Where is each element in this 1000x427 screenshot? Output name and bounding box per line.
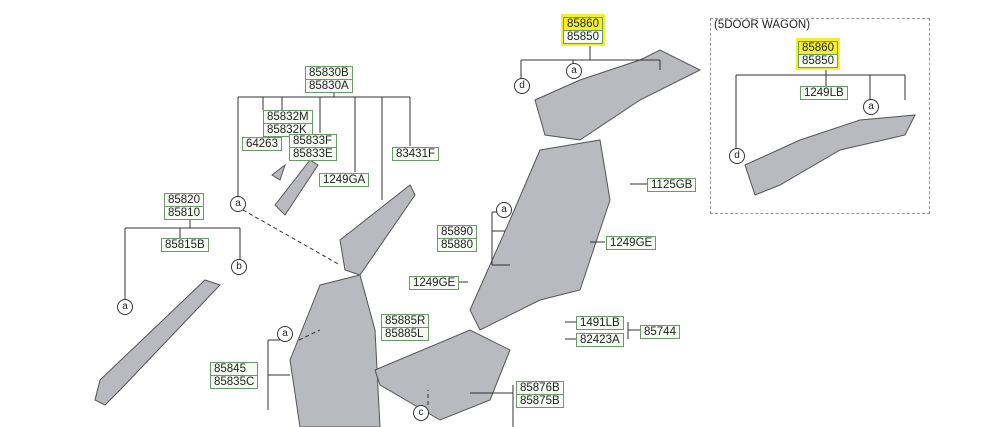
part-number: 1125GB bbox=[647, 178, 697, 192]
part-number: 85885L bbox=[381, 327, 430, 341]
handle-trim bbox=[274, 159, 319, 216]
center-pillar-upper bbox=[339, 184, 416, 276]
callout-a: a bbox=[277, 326, 293, 342]
part-number: 85810 bbox=[164, 206, 204, 220]
part-number: 1249LB bbox=[800, 86, 848, 100]
callout-a: a bbox=[117, 299, 133, 315]
part-number: 64263 bbox=[242, 137, 282, 151]
part-number: 1249GE bbox=[409, 276, 460, 290]
wagon-inset-box bbox=[710, 18, 930, 214]
part-number: 85833E bbox=[289, 147, 337, 161]
part-label-1125gb[interactable]: 1125GB bbox=[647, 178, 697, 192]
wagon-trim bbox=[744, 114, 916, 196]
callout-d: d bbox=[514, 78, 530, 94]
a-pillar-trim bbox=[94, 279, 221, 406]
callout-d: d bbox=[729, 148, 745, 164]
part-label-85744[interactable]: 85744 bbox=[640, 325, 680, 339]
part-number: 82423A bbox=[576, 333, 624, 347]
part-number: 85890 bbox=[437, 225, 477, 239]
part-label-1249ge-left[interactable]: 1249GE bbox=[409, 276, 460, 290]
part-number: 85845 bbox=[210, 362, 259, 376]
part-label-83431f[interactable]: 83431F bbox=[392, 147, 440, 161]
callout-c: c bbox=[413, 405, 429, 421]
part-number: 85885R bbox=[381, 314, 430, 328]
part-number: 1249GA bbox=[319, 173, 370, 187]
part-number: 85880 bbox=[437, 238, 477, 252]
part-label-85815b[interactable]: 85815B bbox=[161, 238, 209, 252]
rear-pillar-lower bbox=[469, 139, 611, 331]
part-number: 1249GE bbox=[606, 236, 657, 250]
small-cover bbox=[271, 163, 286, 181]
part-number: 85875B bbox=[516, 394, 564, 408]
part-number: 85744 bbox=[640, 325, 680, 339]
callout-a: a bbox=[496, 202, 512, 218]
part-number: 83431F bbox=[392, 147, 440, 161]
part-number: 85833F bbox=[289, 134, 337, 148]
part-number: 85832M bbox=[263, 110, 313, 124]
part-number: 85850 bbox=[798, 54, 838, 68]
inset-title: (5DOOR WAGON) bbox=[714, 19, 811, 31]
part-number: 85860 bbox=[798, 41, 838, 55]
part-label-1491lb[interactable]: 1491LB bbox=[576, 316, 624, 330]
part-label-1249ga[interactable]: 1249GA bbox=[319, 173, 370, 187]
part-number: 85832K bbox=[263, 123, 313, 137]
part-number: 85835C bbox=[210, 375, 259, 389]
part-number: 85830B bbox=[305, 66, 353, 80]
part-number: 85876B bbox=[516, 381, 564, 395]
callout-b: b bbox=[231, 259, 247, 275]
part-number: 85830A bbox=[305, 79, 353, 93]
part-number: 1491LB bbox=[576, 316, 624, 330]
part-number: 85860 bbox=[563, 17, 603, 31]
wagon-part-label-1249lb[interactable]: 1249LB bbox=[800, 86, 848, 100]
callout-a: a bbox=[566, 63, 582, 79]
center-pillar-lower bbox=[289, 274, 381, 427]
part-number: 85815B bbox=[161, 238, 209, 252]
part-number: 85820 bbox=[164, 193, 204, 207]
part-label-64263[interactable]: 64263 bbox=[242, 137, 282, 151]
callout-a: a bbox=[230, 196, 246, 212]
part-number: 85850 bbox=[563, 30, 603, 44]
scuff-plate bbox=[374, 329, 511, 421]
rear-pillar-upper bbox=[534, 49, 702, 141]
part-label-82423a[interactable]: 82423A bbox=[576, 333, 624, 347]
part-label-1249ge-right[interactable]: 1249GE bbox=[606, 236, 657, 250]
callout-a: a bbox=[863, 99, 879, 115]
